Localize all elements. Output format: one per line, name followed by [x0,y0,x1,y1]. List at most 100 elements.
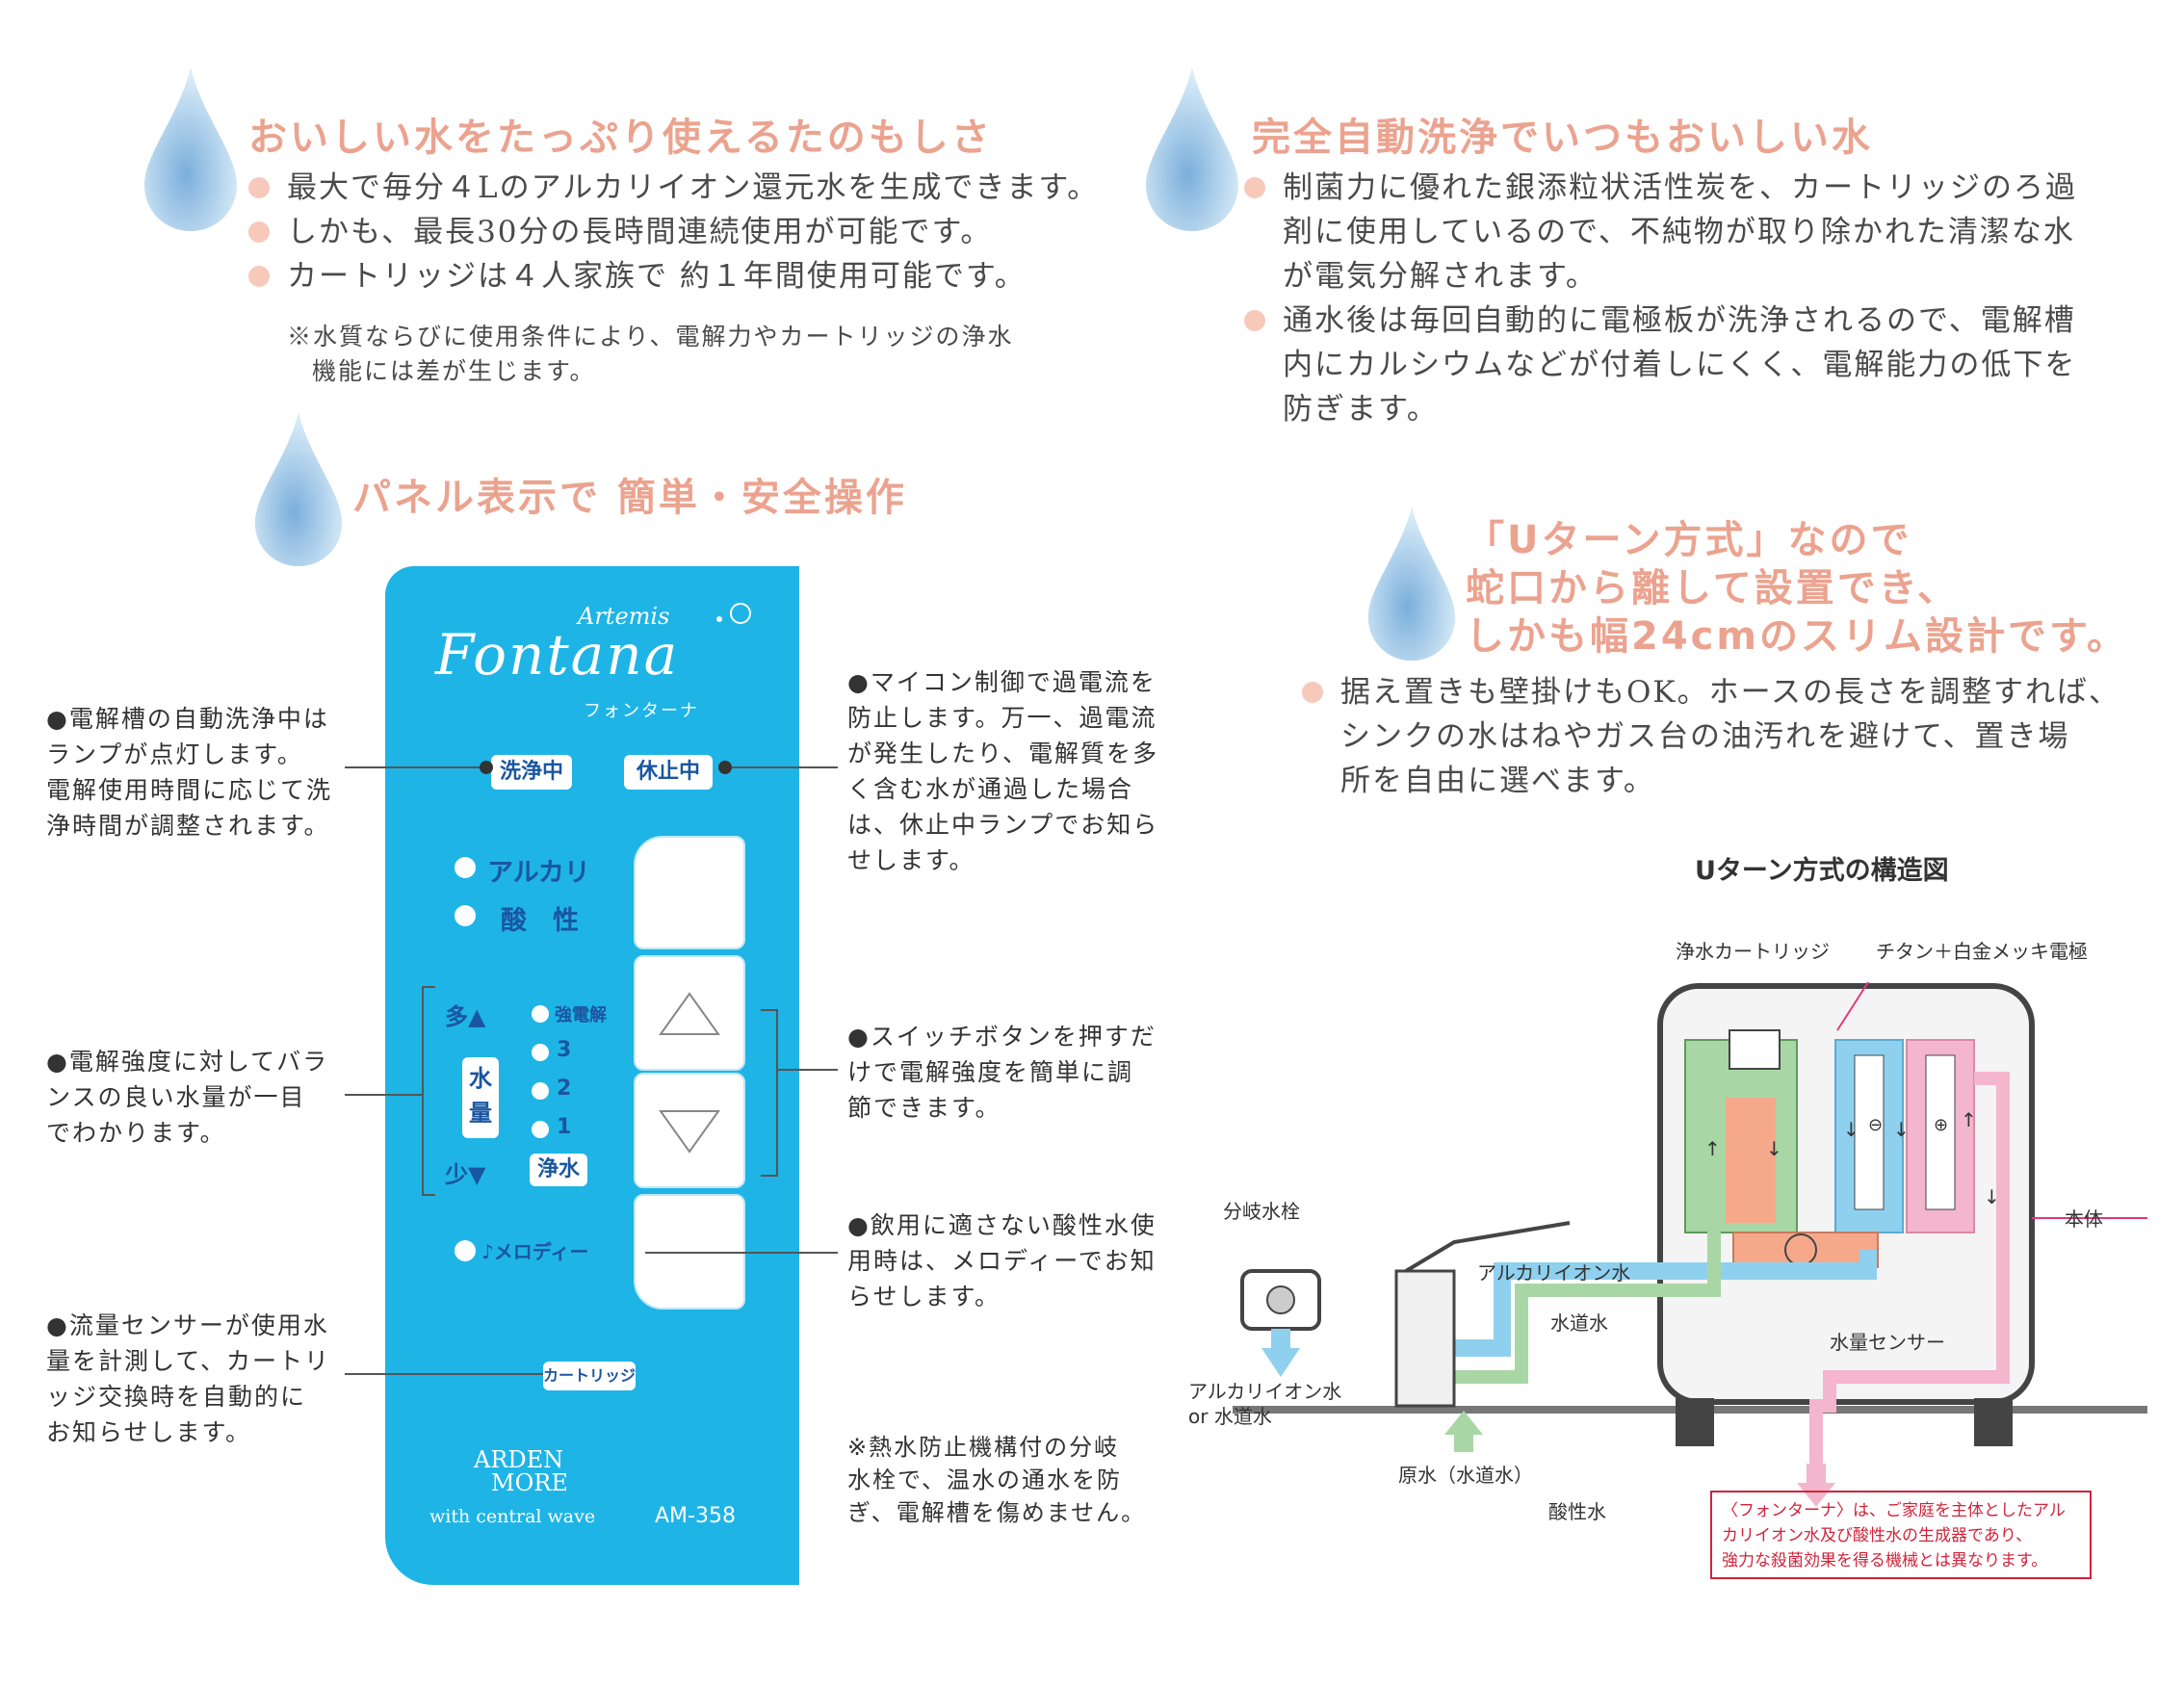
callout-line [345,1373,543,1375]
diagram-label-output: アルカリイオン水 or 水道水 [1188,1379,1341,1429]
note-line: 機能には差が生じます。 [312,357,596,385]
callout-line-text: ●スイッチボタンを押すだ [847,1023,1157,1051]
bracket [422,1194,435,1196]
list-item: 据え置きも壁掛けもOK。ホースの長さを調整すれば、 シンクの水はねやガス台の油汚… [1302,670,2120,803]
callout-line-text: ンスの良い水量が一目 [46,1083,306,1111]
callout-line-text: 防止します。万一、過電流 [847,704,1157,732]
disclaimer-line: カリイオン水及び酸性水の生成器であり、 [1722,1526,2033,1545]
diagram-title: Uターン方式の構造図 [1695,856,1949,886]
u-turn-diagram: ↑ ↓ ↓ ↓ ↑ ↓ ⊖ ⊕ [1233,981,2147,1507]
bullet-line: シンクの水はねやガス台の油汚れを避けて、置き場 [1340,719,2070,754]
callout-line-text: 電解使用時間に応じて洗 [46,776,333,804]
bracket [422,986,435,988]
diagram-label-tap-water: 水道水 [1550,1311,1608,1335]
callout-line-text: ●マイコン制御で過電流を [847,668,1157,696]
brand-small: Artemis [578,603,670,630]
acid-lamp [455,905,476,926]
bullet-line: 通水後は毎回自動的に電極板が洗浄されるので、電解槽 [1283,303,2076,338]
plus-icon: ⊕ [1934,1115,1948,1135]
section3-heading: パネル表示で 簡単・安全操作 [352,476,907,520]
callout-dot [480,761,493,774]
callout-line-text: お知らせします。 [46,1418,252,1446]
water-drop-icon [1367,506,1456,661]
level-down-button[interactable] [634,1073,745,1188]
output-line: アルカリイオン水 [1188,1380,1342,1403]
triangle-down-icon [659,1110,720,1154]
callout-line-text: ッジ交換時を自動的に [46,1383,307,1411]
bullet-line: 据え置きも壁掛けもOK。ホースの長さを調整すれば、 [1340,675,2121,710]
callout-switch: ●スイッチボタンを押すだ けで電解強度を簡単に調 節できます。 [847,1019,1157,1126]
list-item: しかも、最長30分の長時間連続使用が可能です。 [248,210,1099,254]
maker-line: ARDEN [474,1446,564,1473]
level-2-label: 2 [557,1077,572,1101]
brand-logo: Fontana [435,622,680,688]
heading-line: 蛇口から離して設置でき、 [1466,566,1959,610]
melody-lamp [455,1240,476,1261]
svg-text:↑: ↑ [1961,1108,1977,1131]
callout-line-text: 用時は、メロディーでお知 [847,1247,1157,1275]
cartridge-indicator: カートリッジ [543,1362,636,1390]
heading-line: 「Uターン方式」なので [1466,518,1912,562]
alkali-label: アルカリ [487,858,590,888]
water-drop-icon [1146,67,1238,231]
section4-bullets: 据え置きも壁掛けもOK。ホースの長さを調整すれば、 シンクの水はねやガス台の油汚… [1302,670,2120,803]
callout-melody: ●飲用に適さない酸性水使 用時は、メロディーでお知 らせします。 [847,1207,1157,1314]
level-lamp [532,1121,549,1138]
level-lamp [532,1082,549,1100]
callout-sensor: ●流量センサーが使用水 量を計測して、カートリ ッジ交換時を自動的に お知らせし… [46,1308,330,1450]
list-item: 最大で毎分４Lのアルカリイオン還元水を生成できます。 [248,166,1099,210]
callout-line-text: く含む水が通過した場合 [847,775,1134,803]
diagram-label-raw-water: 原水（水道水） [1398,1464,1533,1487]
control-panel: Artemis Fontana フォンターナ 洗浄中 休止中 アルカリ 酸 性 … [385,566,799,1585]
bubble-icon [730,603,751,624]
cleaning-indicator: 洗浄中 [491,755,572,790]
flow-label: 水 量 [462,1057,499,1138]
output-line: or 水道水 [1188,1405,1272,1428]
level-up-button[interactable] [634,955,745,1071]
section4-heading: 「Uターン方式」なので 蛇口から離して設置でき、 しかも幅24cmのスリム設計で… [1466,516,2128,661]
callout-line-text: 水栓で、温水の通水を防 [847,1466,1123,1493]
callout-flow: ●電解強度に対してバラ ンスの良い水量が一目 でわかります。 [46,1044,328,1151]
callout-line-text: 浄時間が調整されます。 [46,812,330,840]
bracket [422,986,424,1196]
list-item: 制菌力に優れた銀添粒状活性炭を、カートリッジのろ過 剤に使用しているので、不純物… [1244,166,2077,298]
bullet-line: 内にカルシウムなどが付着しにくく、電解能力の低下を [1283,348,2077,382]
mode-button[interactable] [634,836,745,949]
brand-kana: フォンターナ [584,701,699,721]
callout-line [345,766,487,768]
callout-overcurrent: ●マイコン制御で過電流を 防止します。万一、過電流 が発生したり、電解質を多 く… [847,664,1158,878]
callout-line-text: 量を計測して、カートリ [46,1347,331,1375]
callout-line-text: が発生したり、電解質を多 [847,740,1159,767]
callout-line-text: ●流量センサーが使用水 [46,1311,329,1339]
diagram-label-acid-water: 酸性水 [1548,1500,1606,1523]
pause-indicator: 休止中 [624,755,713,790]
callout-line-text: せします。 [847,846,975,874]
level-3-label: 3 [557,1038,572,1062]
callout-line-text: ●飲用に適さない酸性水使 [847,1211,1157,1239]
minus-icon: ⊖ [1868,1115,1883,1135]
callout-dot [718,761,732,774]
svg-text:↑: ↑ [1704,1137,1721,1160]
callout-line-text: ぎ、電解槽を傷めません。 [847,1499,1147,1526]
level-1-label: 1 [557,1115,572,1139]
purified-label: 浄水 [530,1154,587,1186]
bullet-line: 所を自由に選べます。 [1340,764,1655,798]
disclaimer-box: 〈フォンターナ〉は、ご家庭を主体としたアル カリイオン水及び酸性水の生成器であり… [1710,1491,2092,1579]
maker-tagline: with central wave [429,1506,596,1527]
disclaimer-line: 強力な殺菌効果を得る機械とは異なります。 [1722,1551,2048,1570]
diagram-label-body: 本体 [2065,1207,2103,1231]
callout-line-text: でわかります。 [46,1119,226,1147]
callout-line-text: ●電解槽の自動洗浄中は [46,705,329,733]
less-label: 少▼ [445,1161,486,1188]
model-number: AM-358 [655,1504,736,1528]
level-lamp [532,1044,549,1061]
note-line: ※水質ならびに使用条件により、電解力やカートリッジの浄水 [287,323,1014,350]
disclaimer-line: 〈フォンターナ〉は、ご家庭を主体としたアル [1722,1501,2066,1520]
bracket [761,1175,778,1177]
list-item: カートリッジは４人家族で 約１年間使用可能です。 [248,254,1099,298]
melody-label: ♪メロディー [481,1240,589,1263]
bullet-line: が電気分解されます。 [1283,259,1598,294]
callout-line-text: けで電解強度を簡単に調 [847,1058,1134,1086]
svg-text:↓: ↓ [1984,1185,2000,1208]
bracket [776,1009,778,1177]
